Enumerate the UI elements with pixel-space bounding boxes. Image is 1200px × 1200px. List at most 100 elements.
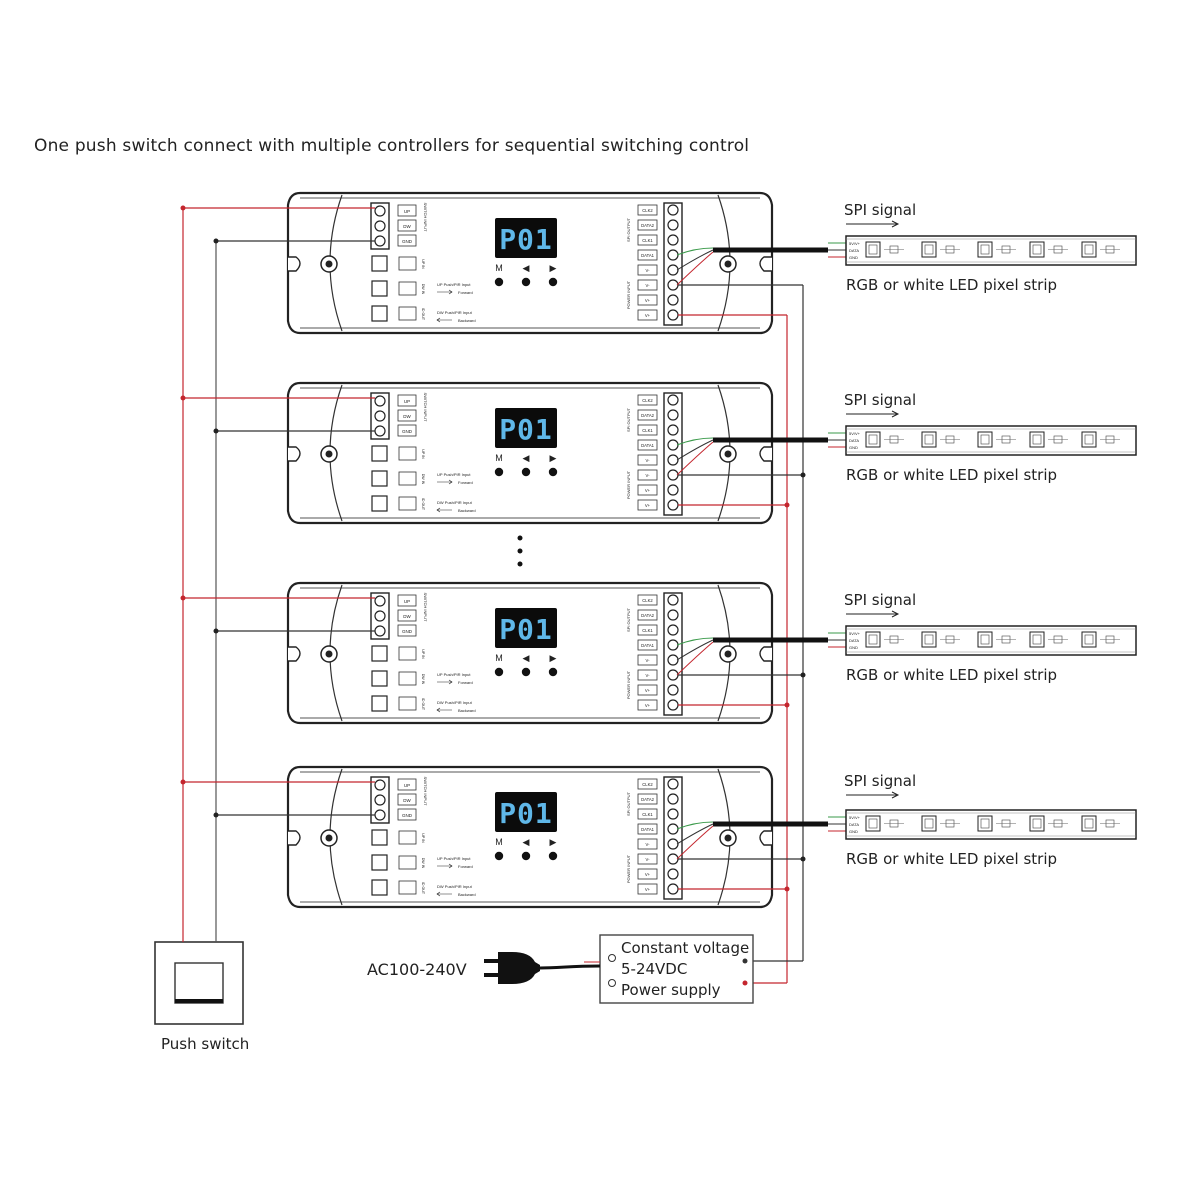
port-connector	[371, 255, 388, 272]
terminal-screw-icon	[667, 684, 679, 696]
backward-arrow-icon	[436, 707, 452, 713]
terminal-label-box	[637, 409, 658, 421]
terminal-screw-icon	[667, 499, 679, 511]
terminal-label-box	[637, 883, 658, 895]
terminal-label-box	[637, 699, 658, 711]
wire-junction	[180, 205, 186, 211]
terminal-screw-icon	[667, 654, 679, 666]
button-label: ◀	[523, 653, 530, 663]
wire-junction	[213, 238, 219, 244]
spi-signal-label: SPI signal	[844, 391, 916, 409]
terminal-label-box	[637, 469, 658, 481]
terminal-label-box	[637, 219, 658, 231]
wire-junction	[800, 472, 806, 478]
port-connector-pins	[398, 471, 417, 486]
port-label: DW IN	[421, 284, 425, 295]
switch-input-side-label: SWITCH INPUT	[423, 203, 428, 232]
signal-arrow-icon	[846, 410, 900, 418]
terminal-label-box	[637, 294, 658, 306]
controller-button	[521, 277, 531, 287]
output-terminal-label: CLK1	[642, 428, 653, 433]
terminal-screw-icon	[667, 609, 679, 621]
terminal-label-box	[397, 793, 417, 806]
signal-arrow-icon	[846, 791, 900, 799]
terminal-screw-icon	[667, 309, 679, 321]
output-terminal-label: V-	[646, 268, 651, 273]
button-label: ▶	[550, 837, 557, 847]
port-connector	[371, 854, 388, 871]
port-label: UP IN	[421, 833, 425, 843]
port-label: ID OUT	[421, 698, 425, 711]
terminal-label-box	[637, 609, 658, 621]
terminal-screw-icon	[374, 779, 386, 791]
output-terminal-label: V+	[645, 887, 651, 892]
button-label: ◀	[523, 837, 530, 847]
port-label: ID OUT	[421, 882, 425, 895]
terminal-label-box	[637, 853, 658, 865]
power-supply-line2: 5-24VDC	[621, 960, 687, 978]
port-connector	[371, 305, 388, 322]
port-connector	[371, 280, 388, 297]
switch-terminal-label: DW	[403, 224, 411, 229]
terminal-screw-icon	[374, 425, 386, 437]
switch-terminal-label: GND	[402, 629, 413, 634]
display-value: P01	[499, 413, 553, 446]
output-terminal-block	[663, 392, 683, 516]
terminal-screw-icon	[374, 625, 386, 637]
button-label: ▶	[550, 263, 557, 273]
switch-input-side-label: SWITCH INPUT	[423, 777, 428, 806]
output-terminal-label: DATA1	[641, 827, 655, 832]
forward-label: Forward	[458, 680, 473, 685]
terminal-label-box	[397, 424, 417, 437]
controller-housing	[286, 381, 774, 525]
spi-signal-label: SPI signal	[844, 591, 916, 609]
backward-label: Backward	[458, 892, 476, 897]
wire-junction	[213, 428, 219, 434]
terminal-screw-icon	[667, 868, 679, 880]
wire-junction	[180, 395, 186, 401]
strip-label: RGB or white LED pixel strip	[846, 466, 1057, 484]
backward-arrow-icon	[436, 891, 452, 897]
output-terminal-label: DATA1	[641, 443, 655, 448]
controller-button	[521, 851, 531, 861]
terminal-label-box	[637, 624, 658, 636]
strip-pad-label: 5V/V+	[849, 631, 861, 636]
output-terminal-label: V+	[645, 313, 651, 318]
terminal-label-box	[397, 219, 417, 232]
port-label: DW IN	[421, 674, 425, 685]
output-terminal-label: CLK2	[642, 598, 653, 603]
push-switch-label: Push switch	[161, 1035, 249, 1053]
output-terminal-label: CLK2	[642, 208, 653, 213]
controller-display	[495, 408, 557, 448]
output-terminal-label: DATA2	[641, 613, 655, 618]
terminal-label-box	[637, 778, 658, 790]
controller-button	[548, 467, 558, 477]
spi-signal-label: SPI signal	[844, 201, 916, 219]
strip-pad-label: DATA	[849, 822, 859, 827]
terminal-screw-icon	[667, 823, 679, 835]
terminal-screw-icon	[667, 669, 679, 681]
terminal-label-box	[637, 868, 658, 880]
switch-terminal-label: GND	[402, 429, 413, 434]
up-input-label: UP Push/PIR Input	[437, 856, 471, 861]
wire-junction	[800, 856, 806, 862]
controller-button	[548, 277, 558, 287]
port-connector-pins	[398, 446, 417, 461]
output-terminal-block	[663, 592, 683, 716]
display-value: P01	[499, 797, 553, 830]
wire-junction	[180, 779, 186, 785]
terminal-label-box	[637, 234, 658, 246]
backward-label: Backward	[458, 708, 476, 713]
terminal-screw-icon	[667, 793, 679, 805]
output-terminal-label: V+	[645, 298, 651, 303]
terminal-screw-icon	[667, 219, 679, 231]
spi-output-side-label: SPI OUTPUT	[626, 607, 631, 632]
push-switch	[154, 941, 244, 1025]
terminal-screw-icon	[667, 484, 679, 496]
switch-terminal-label: GND	[402, 813, 413, 818]
switch-terminal-label: GND	[402, 239, 413, 244]
button-label: M	[495, 837, 503, 847]
controller-button	[521, 467, 531, 477]
strip-pad-label: DATA	[849, 438, 859, 443]
